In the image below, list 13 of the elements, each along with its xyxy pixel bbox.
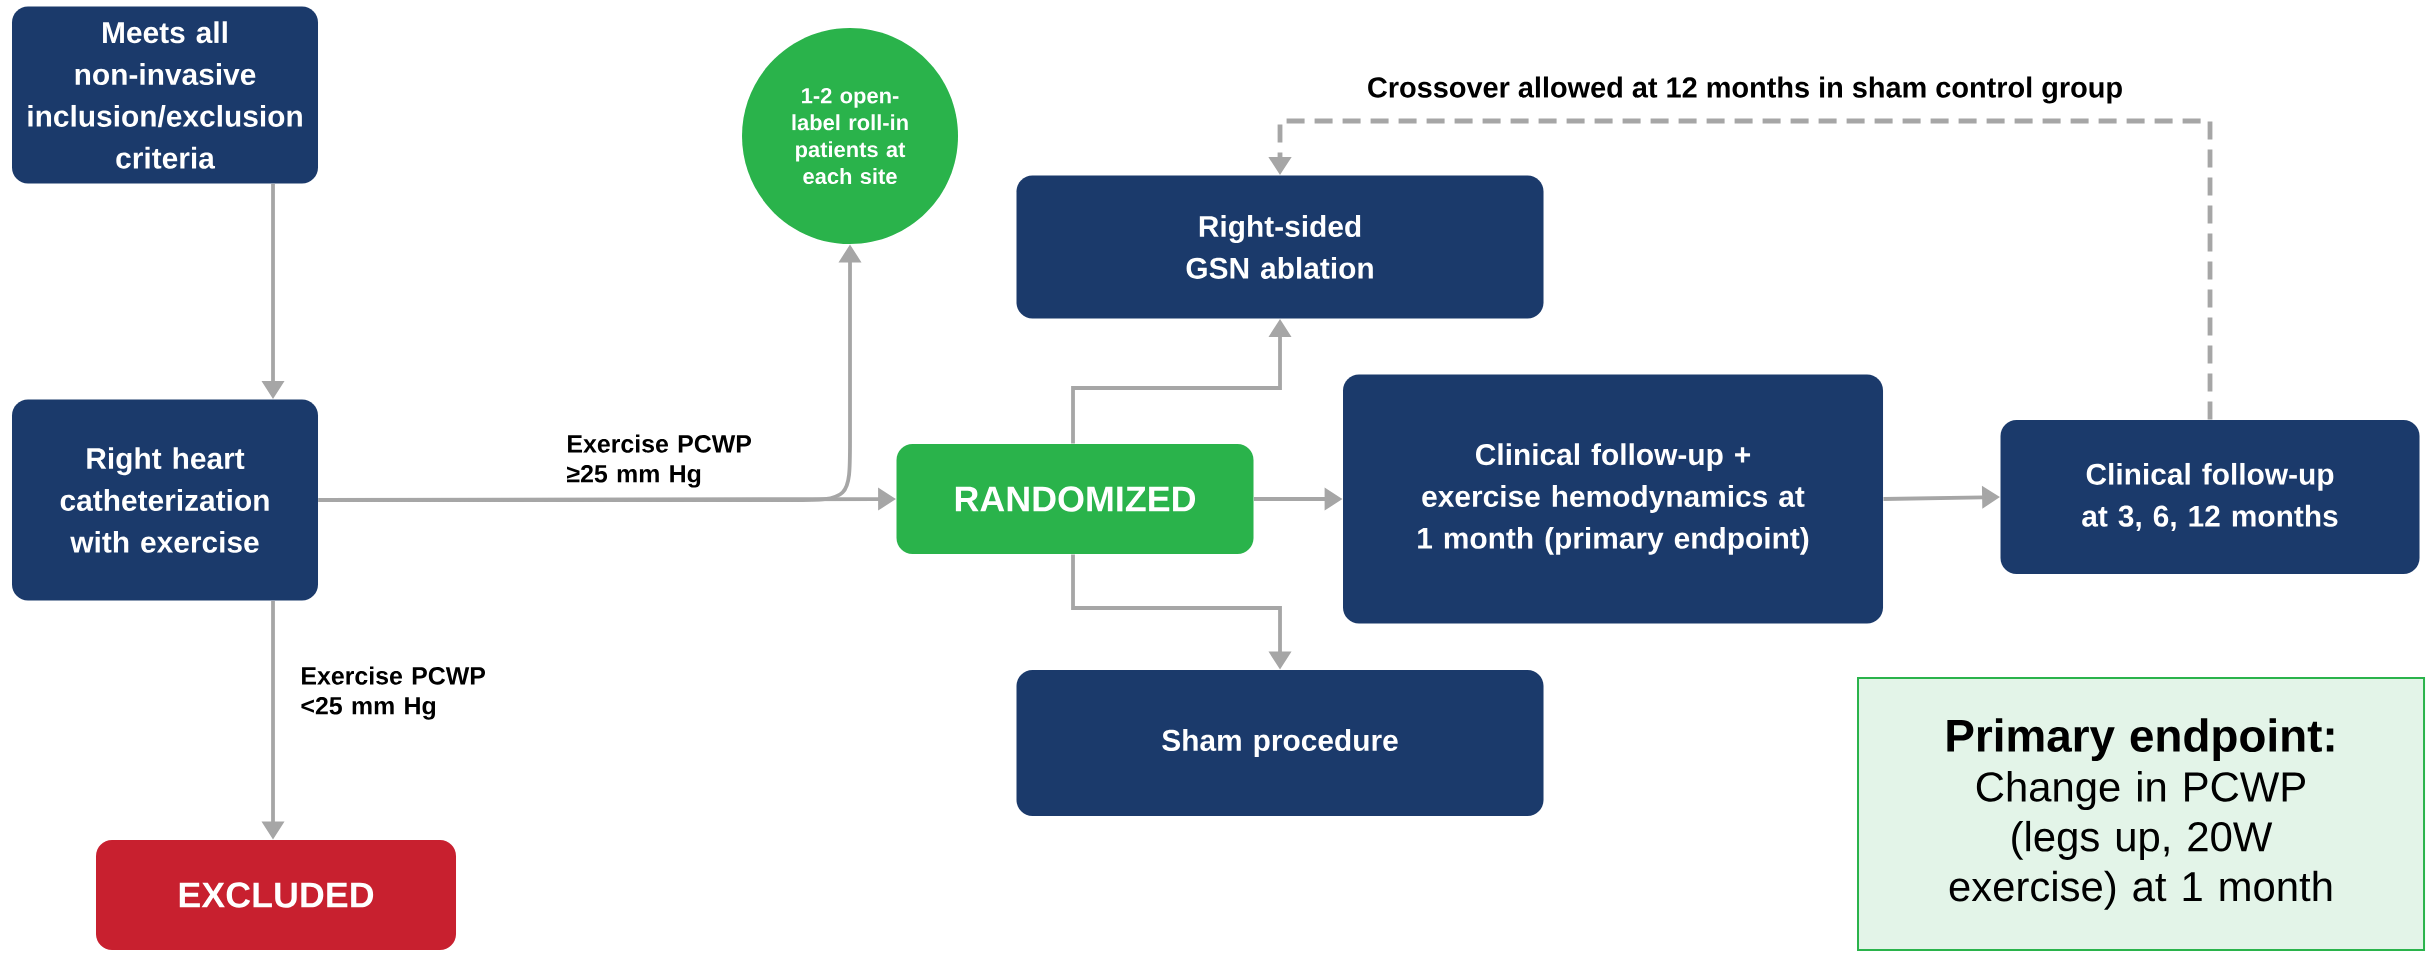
- terminal-box: EXCLUDED: [96, 840, 456, 950]
- process-box: Clinical follow-up at 3, 6, 12 months: [2000, 420, 2420, 574]
- process-box: Clinical follow-up + exercise hemodynamics at 1 month (primary endpoint): [1343, 374, 1884, 624]
- randomization-box: RANDOMIZED: [896, 444, 1254, 554]
- note-box: Primary endpoint: Change in PCWP (legs up, 20W exercise) at 1 month: [1857, 677, 2426, 951]
- edge-label: Crossover allowed at 12 months in sham control group: [1362, 72, 2128, 108]
- edge-label: Exercise PCWP <25 mm Hg: [296, 662, 495, 724]
- process-box: Sham procedure: [1016, 670, 1544, 816]
- process-box: Right heart catheterization with exercise: [12, 399, 318, 601]
- circle-node: 1-2 open-label roll-in patients at each site: [742, 28, 958, 244]
- edge-label: Exercise PCWP ≥25 mm Hg: [562, 430, 761, 492]
- process-box: Meets all non-invasive inclusion/exclusion criteria: [12, 6, 318, 184]
- process-box: Right-sided GSN ablation: [1016, 175, 1544, 319]
